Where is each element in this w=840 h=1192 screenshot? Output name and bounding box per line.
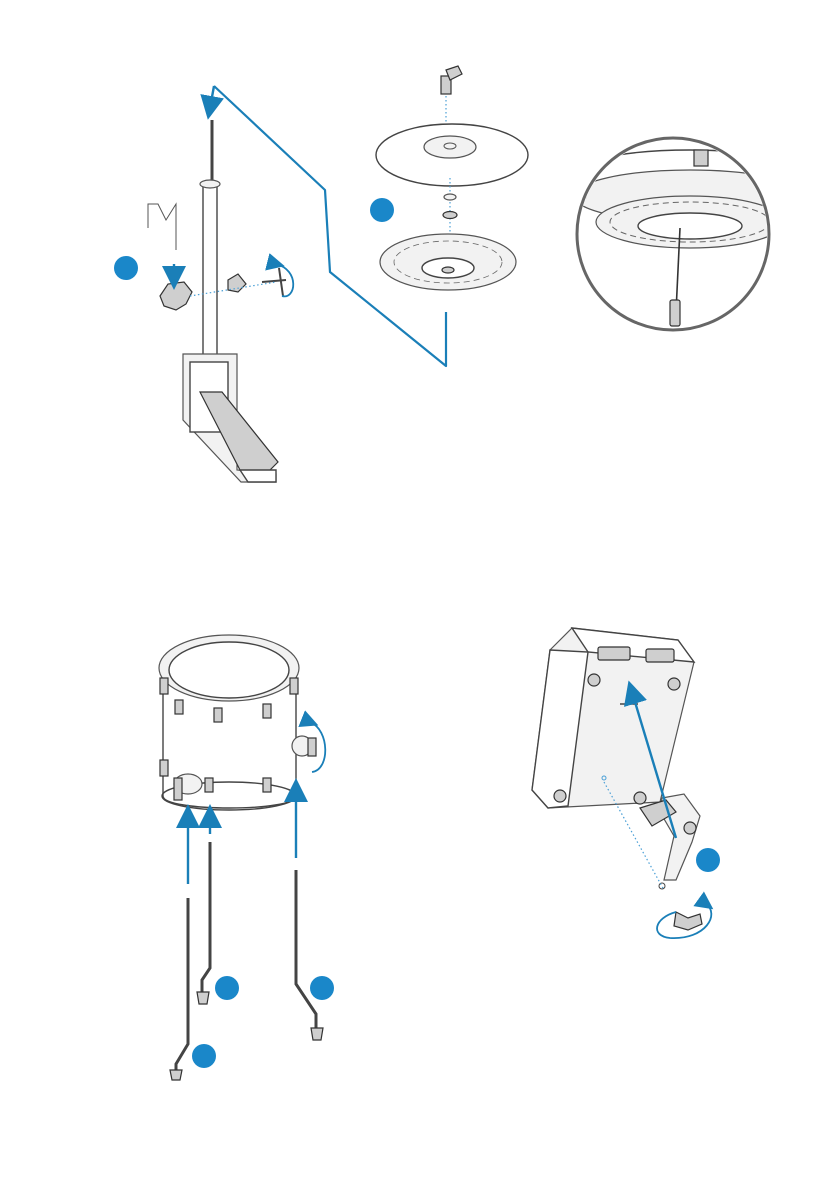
step-badge-tom-leg-front-left: [192, 1044, 216, 1068]
tom-leg-right: [296, 870, 323, 1040]
step-badge-module-bracket: [696, 848, 720, 872]
hihat-stand: [183, 120, 278, 482]
step-badge-tom-leg-right: [310, 976, 334, 1000]
cymbal-assembly: [376, 66, 528, 290]
tom-leg-back: [197, 842, 210, 1004]
flow-line: [214, 86, 446, 366]
step-badge-hihat-clamp: [114, 256, 138, 280]
tom-leg-front-left: [170, 898, 188, 1080]
module-bracket: [640, 794, 702, 930]
step-badge-tom-leg-back: [215, 976, 239, 1000]
detail-magnifier: [560, 138, 820, 330]
flow-arrow-icon: [210, 86, 214, 108]
sound-module: [532, 628, 694, 808]
tom-pad: [159, 635, 316, 810]
step-badge-cymbal: [370, 198, 394, 222]
